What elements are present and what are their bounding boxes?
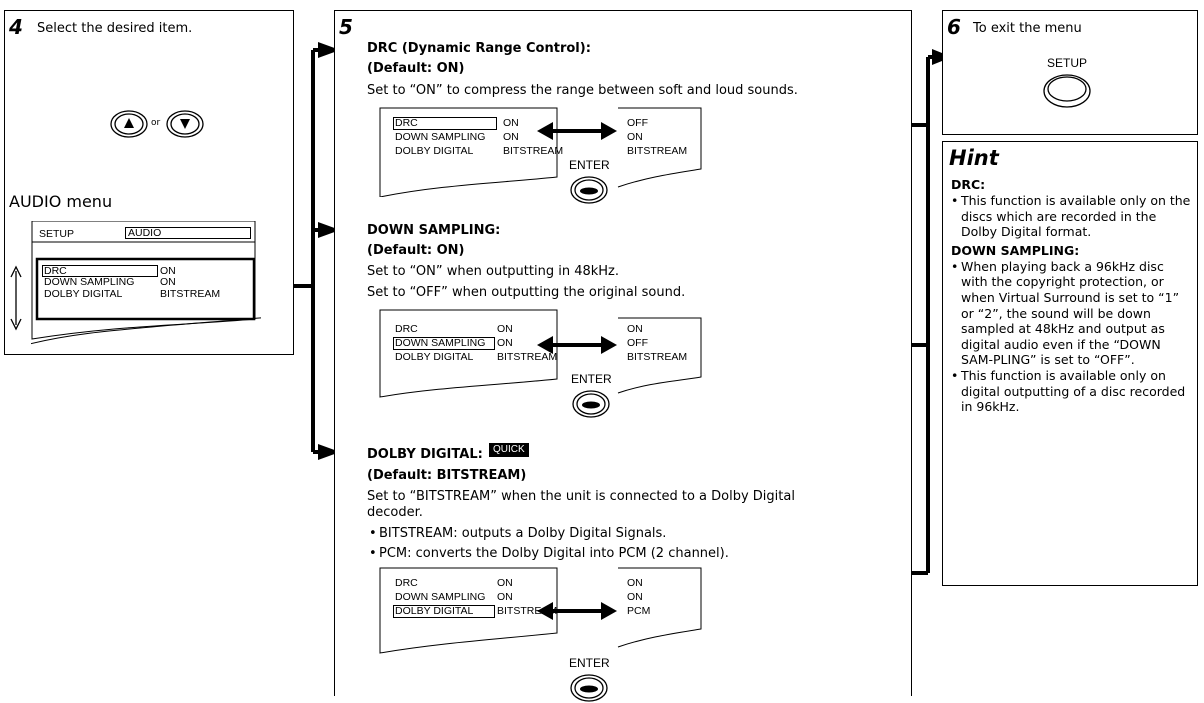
screen-row-label: DOLBY DIGITAL xyxy=(395,605,474,617)
down-sampling-screen-before: DRC ON DOWN SAMPLING ON DOLBY DIGITAL BI… xyxy=(379,309,559,399)
hint-body: DRC: This function is available only on … xyxy=(951,177,1191,415)
dolby-digital-double-arrow-icon xyxy=(537,602,617,620)
dolby-digital-description-1: Set to “BITSTREAM” when the unit is conn… xyxy=(367,489,795,504)
down-sampling-row-highlight xyxy=(393,337,495,350)
menu-row-label: DOWN SAMPLING xyxy=(44,276,135,288)
dolby-digital-heading: DOLBY DIGITAL: xyxy=(367,447,483,462)
screen-row-value: PCM xyxy=(627,605,651,617)
screen-row-value: ON xyxy=(497,591,513,603)
hint-panel: Hint DRC: This function is available onl… xyxy=(942,141,1198,586)
down-sampling-heading: DOWN SAMPLING: xyxy=(367,223,501,238)
setup-button[interactable] xyxy=(1042,73,1092,109)
step6-number: 6 xyxy=(947,15,961,39)
audio-menu-title: AUDIO menu xyxy=(9,192,113,211)
screen-row-label: DRC xyxy=(395,117,418,129)
enter-button[interactable] xyxy=(571,389,611,419)
step6-instruction: To exit the menu xyxy=(973,21,1082,36)
dolby-digital-bullet: PCM: converts the Dolby Digital into PCM… xyxy=(379,546,729,561)
screen-row-value: ON xyxy=(627,577,643,589)
down-sampling-screen-after: ON OFF BITSTREAM xyxy=(617,317,703,407)
screen-row-value: OFF xyxy=(627,337,648,349)
drc-row-highlight xyxy=(42,265,158,277)
enter-button[interactable] xyxy=(569,175,609,205)
menu-row-value: ON xyxy=(160,265,176,277)
step4-instruction: Select the desired item. xyxy=(37,21,193,36)
hint-item: This function is available only on the d… xyxy=(951,193,1191,240)
dolby-digital-row-highlight xyxy=(393,605,495,618)
audio-tab-highlight xyxy=(125,227,251,239)
audio-menu-screen: SETUP AUDIO DRC ON DOWN SAMPLING ON DOLB… xyxy=(31,221,261,351)
enter-label: ENTER xyxy=(571,372,612,386)
hint-drc-list: This function is available only on the d… xyxy=(951,193,1191,240)
audio-tab: AUDIO xyxy=(128,227,162,239)
setup-tab: SETUP xyxy=(39,228,75,240)
drc-heading: DRC (Dynamic Range Control): xyxy=(367,41,591,56)
screen-row-value: BITSTREAM xyxy=(627,351,688,363)
screen-row-value: ON xyxy=(497,577,513,589)
dolby-digital-screen-after: ON ON PCM xyxy=(617,567,703,657)
screen-row-value: BITSTREAM xyxy=(497,605,558,617)
menu-row-value: BITSTREAM xyxy=(160,288,221,300)
menu-row-label: DOLBY DIGITAL xyxy=(44,288,123,300)
hint-drc-heading: DRC: xyxy=(951,177,986,192)
hint-down-sampling-list: When playing back a 96kHz disc with the … xyxy=(951,259,1191,415)
screen-row-label: DOWN SAMPLING xyxy=(395,337,486,349)
screen-row-label: DOWN SAMPLING xyxy=(395,131,486,143)
dolby-digital-default: (Default: BITSTREAM) xyxy=(367,468,527,483)
down-sampling-description-1: Set to “ON” when outputting in 48kHz. xyxy=(367,264,619,279)
screen-row-label: DOLBY DIGITAL xyxy=(395,145,474,157)
screen-row-value: ON xyxy=(497,337,513,349)
setup-button-label: SETUP xyxy=(1047,56,1088,70)
bullet-icon: • xyxy=(369,546,377,561)
hint-down-sampling-heading: DOWN SAMPLING: xyxy=(951,242,1080,258)
drc-double-arrow-icon xyxy=(537,122,617,140)
step5-panel: 5 DRC (Dynamic Range Control): (Default:… xyxy=(334,10,912,702)
hint-item: This function is available only on digit… xyxy=(951,368,1191,415)
menu-row-value: ON xyxy=(160,276,176,288)
down-sampling-double-arrow-icon xyxy=(537,336,617,354)
screen-row-label: DOLBY DIGITAL xyxy=(395,351,474,363)
down-arrow-icon xyxy=(180,119,190,129)
drc-default: (Default: ON) xyxy=(367,61,465,76)
hint-title: Hint xyxy=(949,146,999,170)
screen-row-value: BITSTREAM xyxy=(503,145,564,157)
screen-row-value: BITSTREAM xyxy=(497,351,558,363)
up-arrow-icon xyxy=(124,118,134,128)
screen-row-label: DRC xyxy=(395,323,418,335)
enter-label: ENTER xyxy=(569,656,610,670)
step5-number: 5 xyxy=(339,15,353,39)
screen-row-value: OFF xyxy=(627,117,648,129)
enter-button[interactable] xyxy=(569,673,609,703)
drc-description: Set to “ON” to compress the range betwee… xyxy=(367,83,798,98)
screen-row-label: DRC xyxy=(395,577,418,589)
down-button[interactable] xyxy=(165,109,205,139)
enter-label: ENTER xyxy=(569,158,610,172)
dolby-digital-screen-before: DRC ON DOWN SAMPLING ON DOLBY DIGITAL BI… xyxy=(379,567,559,657)
dolby-digital-description-2: decoder. xyxy=(367,505,423,520)
down-sampling-description-2: Set to “OFF” when outputting the origina… xyxy=(367,285,686,300)
screen-row-value: ON xyxy=(627,591,643,603)
screen-row-value: ON xyxy=(627,131,643,143)
down-sampling-default: (Default: ON) xyxy=(367,243,465,258)
or-label: or xyxy=(151,118,161,128)
bullet-icon: • xyxy=(369,526,377,541)
up-down-arrow-icon xyxy=(10,265,22,331)
screen-row-value: BITSTREAM xyxy=(627,145,688,157)
screen-row-value: ON xyxy=(497,323,513,335)
step4-panel: 4 Select the desired item. or AUDIO menu xyxy=(4,10,294,355)
dolby-digital-bullet: BITSTREAM: outputs a Dolby Digital Signa… xyxy=(379,526,667,541)
menu-row-label: DRC xyxy=(44,265,67,277)
quick-badge: QUICK xyxy=(489,443,529,457)
screen-row-value: ON xyxy=(627,323,643,335)
step6-panel: 6 To exit the menu SETUP xyxy=(942,10,1198,135)
screen-row-value: ON xyxy=(503,117,519,129)
drc-screen-after: OFF ON BITSTREAM xyxy=(617,107,703,197)
drc-row-highlight xyxy=(393,117,497,130)
hint-item: When playing back a 96kHz disc with the … xyxy=(951,259,1191,368)
drc-screen-before: DRC ON DOWN SAMPLING ON DOLBY DIGITAL BI… xyxy=(379,107,563,197)
screen-row-value: ON xyxy=(503,131,519,143)
step4-number: 4 xyxy=(9,15,23,39)
up-button[interactable] xyxy=(109,109,149,139)
screen-row-label: DOWN SAMPLING xyxy=(395,591,486,603)
